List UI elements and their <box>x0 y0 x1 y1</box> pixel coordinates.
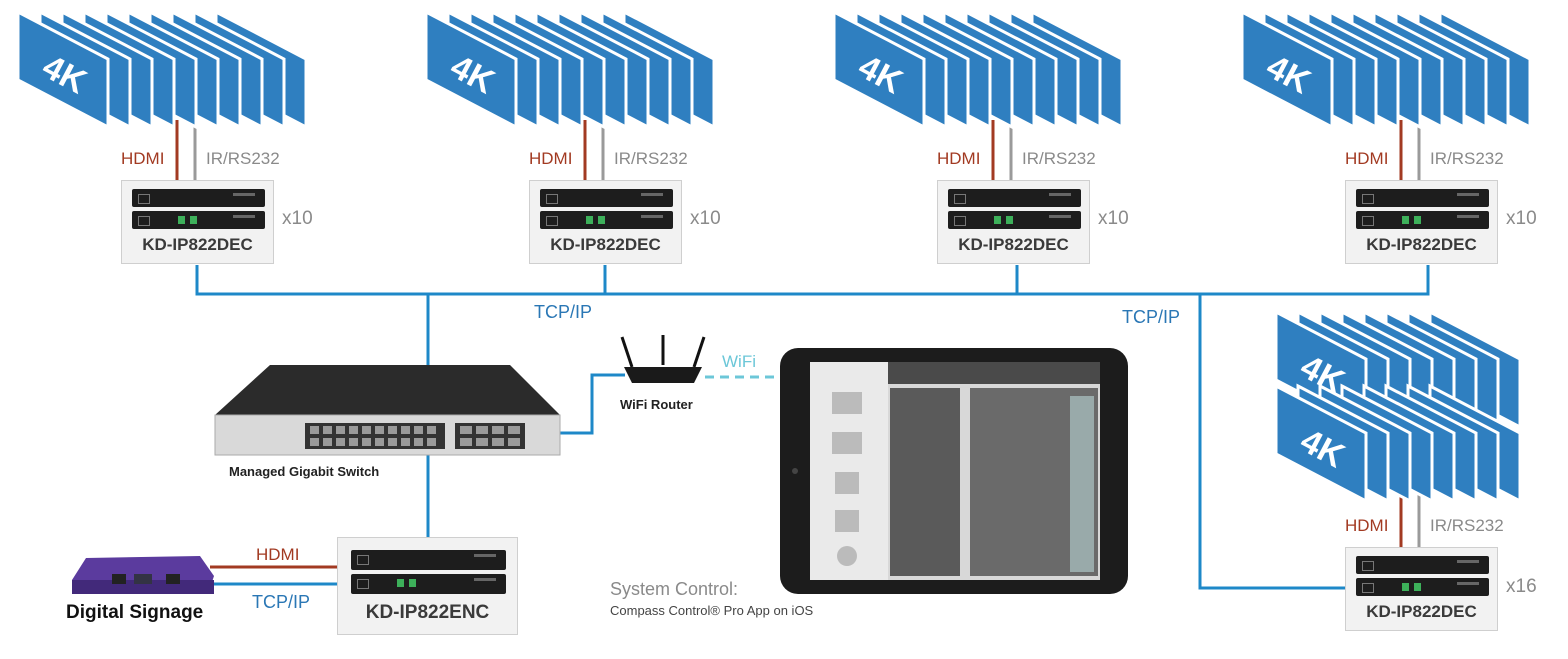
ir-rs232-label: IR/RS232 <box>1022 149 1096 168</box>
display-stack-2: 4K <box>424 9 716 130</box>
count-label: x16 <box>1506 576 1537 597</box>
router-label: WiFi Router <box>620 397 693 412</box>
count-label: x10 <box>1098 208 1129 229</box>
encoder-box: KD-IP822ENC <box>337 537 518 635</box>
system-control-title: System Control: <box>610 579 739 599</box>
hdmi-label: HDMI <box>121 149 165 168</box>
ipad-compass-app-image <box>780 348 1128 594</box>
decoder-x16-link-line <box>1198 294 1345 590</box>
wifi-label: WiFi <box>722 352 756 371</box>
decoder-model-label: KD-IP822DEC <box>142 235 253 254</box>
hdmi-label: HDMI <box>1345 149 1389 168</box>
decoder-box-4: KD-IP822DEC <box>1345 180 1498 264</box>
decoder-model-label: KD-IP822DEC <box>1366 602 1477 621</box>
hdmi-label: HDMI <box>937 149 981 168</box>
display-panel <box>16 9 110 130</box>
decoder-box-2: KD-IP822DEC <box>529 180 682 264</box>
managed-switch-image <box>214 365 561 456</box>
display-panel <box>832 9 926 130</box>
decoder-box-3: KD-IP822DEC <box>937 180 1090 264</box>
ir-rs232-label: IR/RS232 <box>614 149 688 168</box>
signage-label: Digital Signage <box>66 602 204 623</box>
display-stack-1: 4K <box>16 9 308 130</box>
router-link-line <box>557 373 625 435</box>
display-panel <box>1240 9 1334 130</box>
ir-rs232-label: IR/RS232 <box>206 149 280 168</box>
tcp-ip-label: TCP/IP <box>252 592 311 612</box>
decoder-box-1: KD-IP822DEC <box>121 180 274 264</box>
ir-rs232-label: IR/RS232 <box>1430 149 1504 168</box>
decoder-model-label: KD-IP822DEC <box>550 235 661 254</box>
switch-label: Managed Gigabit Switch <box>229 464 380 479</box>
encoder-model-label: KD-IP822ENC <box>365 602 490 623</box>
decoder-model-label: KD-IP822DEC <box>1366 235 1477 254</box>
count-label: x10 <box>282 208 313 229</box>
system-control-subtitle: Compass Control® Pro App on iOS <box>610 603 814 618</box>
hdmi-label: HDMI <box>529 149 573 168</box>
count-label: x10 <box>1506 208 1537 229</box>
tcp-ip-bus-line <box>195 265 1430 296</box>
display-stack-4: 4K <box>1240 9 1532 130</box>
decoder-box-5: KD-IP822DEC <box>1345 547 1498 631</box>
tcp-ip-label: TCP/IP <box>534 302 593 322</box>
display-stack-3: 4K <box>832 9 1124 130</box>
wifi-router-image <box>620 335 706 383</box>
display-panel <box>1274 383 1368 504</box>
display-stack-6: 4K <box>1274 383 1522 504</box>
hdmi-label: HDMI <box>1345 516 1389 535</box>
count-label: x10 <box>690 208 721 229</box>
tcp-ip-label: TCP/IP <box>1122 307 1181 327</box>
display-panel <box>424 9 518 130</box>
decoder-model-label: KD-IP822DEC <box>958 235 1069 254</box>
digital-signage-player-image <box>72 556 214 594</box>
hdmi-label: HDMI <box>256 545 300 564</box>
ir-rs232-label: IR/RS232 <box>1430 516 1504 535</box>
